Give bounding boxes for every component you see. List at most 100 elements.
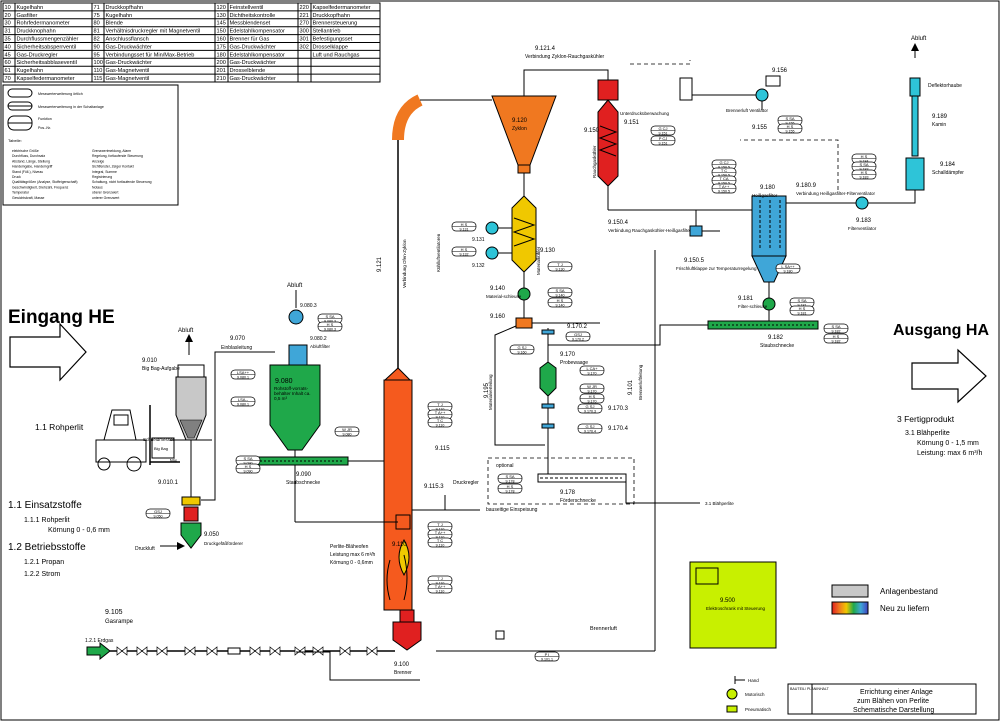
instrument-function: H S bbox=[507, 484, 514, 489]
instrument-number: 9.080 bbox=[343, 432, 352, 436]
legend-cell: 110 bbox=[94, 68, 103, 74]
instrument-tag-i34: T C9.150.5 bbox=[711, 167, 737, 177]
mix-label: Mix bbox=[170, 458, 178, 463]
kiln-id: 9.110 bbox=[392, 542, 407, 548]
instrument-number: 9.183 bbox=[860, 167, 869, 171]
legend-cell: 75 bbox=[94, 13, 100, 19]
abluft-label-2: Abluft bbox=[287, 283, 303, 289]
instrument-function: H S bbox=[833, 334, 840, 339]
instrument-function: P I bbox=[545, 652, 550, 657]
e9115-3-id: 9.115.3 bbox=[424, 484, 444, 490]
legend-cell: 210 bbox=[217, 76, 226, 82]
instrument-number: 9.101.1 bbox=[541, 657, 553, 661]
screw-conveyor-9178: optional 9.178 Förderschnecke 3.1 Blähpe… bbox=[487, 457, 734, 506]
cooler-id: 9.130 bbox=[540, 248, 556, 254]
legend-cell: Luft und Rauchgas bbox=[313, 52, 360, 58]
instrument-tags: S SA9.080.3H S9.080.3LSA++9.080.1LSA--9.… bbox=[145, 115, 877, 661]
instrument-number: 9.110 bbox=[436, 535, 445, 539]
instrument-number: 9.140 bbox=[556, 293, 565, 297]
chimney: Abluft Deflektorhaube 9.189 Kamin 9.184 … bbox=[905, 36, 964, 191]
legend-row3b: Pos.-Nr. bbox=[38, 126, 51, 130]
instrument-function: S SA bbox=[243, 456, 252, 461]
instrument-function: S SA bbox=[797, 298, 806, 303]
instrument-tag-i12: S SA9.140 bbox=[547, 287, 573, 297]
cabinet-id: 9.500 bbox=[720, 598, 736, 604]
instrument-tag-i27: T A++9.110 bbox=[427, 583, 453, 593]
screw-9178-id: 9.178 bbox=[560, 490, 576, 496]
instrument-function: H S bbox=[327, 322, 334, 327]
unterdruck-label: Unterdrucküberwachung bbox=[620, 111, 670, 116]
probewaage-name: Probewaage bbox=[560, 360, 588, 366]
legend-cell: 95 bbox=[94, 52, 100, 58]
instrument-tag-i42: L SA++9.180 bbox=[775, 263, 801, 273]
legend-left-item: Abstand, Länge, Stellung bbox=[12, 159, 50, 163]
legend-cell: 221 bbox=[300, 13, 309, 19]
legend-left-item: Gewichtskraft, Masse bbox=[12, 196, 45, 200]
flue-gas-cooler: 9.150 9.151 Rauchgaskühler Unterdruckübe… bbox=[584, 79, 757, 271]
materialverteilung-name: Materialverteilung bbox=[488, 374, 493, 410]
legend-cell: 160 bbox=[217, 37, 226, 43]
zyklon-id: 9.120 bbox=[512, 118, 528, 124]
instrument-tag-i23: T J9.110 bbox=[427, 521, 453, 531]
legend-cell: Gas-Magnetventil bbox=[106, 68, 150, 74]
valve-symbol bbox=[294, 646, 306, 656]
schalldaempfer-name: Schalldämpfer bbox=[932, 170, 964, 176]
legend-cell: 270 bbox=[300, 21, 309, 27]
instrument-tag-i41: H S9.183 bbox=[851, 169, 877, 179]
abluft-label-1: Abluft bbox=[178, 328, 194, 334]
instrument-number: 9.170 bbox=[588, 389, 597, 393]
instrument-tag-i4: LSA--9.080.1 bbox=[230, 396, 256, 406]
instrument-function: S SA bbox=[859, 162, 868, 167]
forklift-icon: Big Bag bbox=[95, 405, 180, 472]
legend-cell: 100 bbox=[94, 60, 103, 66]
title-line-2: zum Blähen von Perlite bbox=[857, 698, 929, 705]
title-block-small: BAUTEIL/ PLANINHALT bbox=[790, 687, 830, 691]
bigbag-1-id: 9.010.1 bbox=[158, 480, 179, 486]
instrument-tag-i36: T A++9.150.5 bbox=[711, 183, 737, 193]
filterventilator-name: Filterventilator bbox=[848, 226, 877, 231]
instrument-function: H S bbox=[799, 306, 806, 311]
blaehperlite-out-label: 3.1 Blähperlite bbox=[705, 501, 734, 506]
schleuse-9140-id: 9.140 bbox=[490, 286, 506, 292]
instrument-number: 9.110 bbox=[436, 423, 445, 427]
instrument-number: 9.110 bbox=[436, 407, 445, 411]
instrument-function: H S bbox=[245, 464, 252, 469]
deflektor-label: Deflektorhaube bbox=[928, 83, 962, 89]
instrument-tag-i11: T J9.130 bbox=[547, 261, 573, 271]
instrument-function: GSJ bbox=[574, 332, 582, 337]
perlite-title: Perlite-Bläheofen bbox=[330, 544, 369, 550]
instrument-number: 9.110 bbox=[436, 415, 445, 419]
instrument-tag-i45: S SA9.182 bbox=[823, 323, 849, 333]
legend-cell: 120 bbox=[217, 5, 226, 11]
instrument-tag-i15: G SJ9.160 bbox=[509, 344, 535, 354]
einsatzstoffe-koernung: Körnung 0 - 0,6 mm bbox=[48, 527, 110, 534]
legend-left-item: Druck bbox=[12, 175, 21, 179]
leistung-label: Leistung: max 6 m³/h bbox=[917, 450, 982, 457]
instrument-tag-i21: S SA9.178 bbox=[497, 473, 523, 483]
legend-cell: 220 bbox=[300, 5, 309, 11]
valve-symbol bbox=[156, 646, 168, 656]
legend-cell: Kugelhahn bbox=[17, 68, 44, 74]
legend-cell: Gas-Magnetventil bbox=[106, 76, 150, 82]
symbol-legend: Messwerterweiterung örtlich Messwerterwe… bbox=[2, 84, 179, 206]
legend-grey-swatch bbox=[831, 584, 869, 598]
legend-cell: Durchflussmengenzähler bbox=[17, 37, 79, 43]
valve-symbol bbox=[136, 646, 148, 656]
instrument-number: 9.110 bbox=[436, 527, 445, 531]
instrument-function: G CJ bbox=[719, 160, 728, 165]
instrument-function: S SA bbox=[785, 116, 794, 121]
instrument-function: S SA bbox=[831, 324, 840, 329]
screw-9090-id: 9.090 bbox=[296, 472, 312, 478]
legend-cell: 145 bbox=[217, 21, 226, 27]
legend-cell: Druckkopfhahn bbox=[313, 13, 351, 19]
conveyor-id: 9.050 bbox=[204, 532, 220, 538]
valve-symbol bbox=[206, 646, 218, 656]
instrument-tag-i2: H S9.080.3 bbox=[317, 321, 343, 331]
legend-cell: Blende bbox=[106, 21, 123, 27]
legend-right-item: Anzeige bbox=[92, 159, 104, 163]
legend-cell: 301 bbox=[300, 37, 309, 43]
e9170-4-id: 9.170.4 bbox=[608, 426, 629, 432]
valve-symbol bbox=[269, 646, 281, 656]
verbindung-filter-name: Verbindung Heißgasfilter-Filterventilato… bbox=[796, 191, 876, 196]
